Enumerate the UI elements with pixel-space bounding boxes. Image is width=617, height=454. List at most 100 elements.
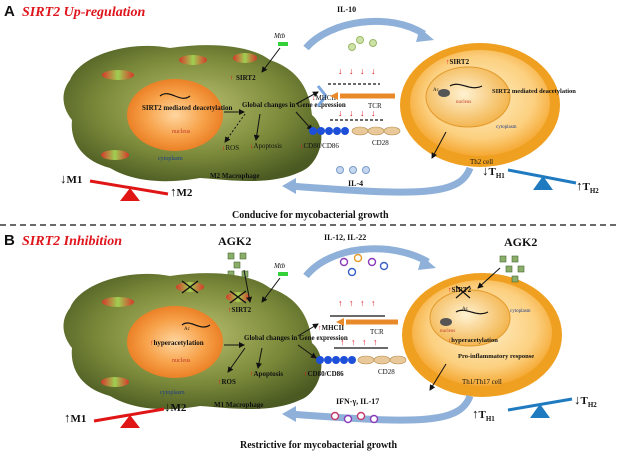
svg-text:↑: ↑ bbox=[362, 337, 367, 347]
global-changes-label-b: Global changes in Gene expression bbox=[244, 334, 348, 342]
cd28-label-b: CD28 bbox=[378, 368, 395, 376]
svg-text:↑: ↑ bbox=[373, 337, 378, 347]
th2-cytoplasm-label: cytoplasm bbox=[496, 125, 517, 130]
tcr-label: TCR bbox=[368, 102, 382, 110]
th1-cytoplasm-label: cytoplasm bbox=[510, 309, 531, 314]
macrophage-mechanism: SIRT2 mediated deacetylation bbox=[142, 104, 232, 112]
mitochondrion bbox=[102, 70, 134, 80]
svg-text:↑: ↑ bbox=[338, 298, 343, 308]
svg-text:↑: ↑ bbox=[371, 298, 376, 308]
seesaw-b2-fulcrum bbox=[530, 404, 550, 418]
il4-arrow bbox=[289, 166, 474, 196]
macrophage-nucleus bbox=[127, 306, 223, 378]
svg-text:↓: ↓ bbox=[360, 66, 365, 76]
th2-label-b: ↓TH2 bbox=[574, 392, 597, 409]
mhcii-label: ↓MHCII bbox=[312, 94, 337, 102]
svg-text:↓: ↓ bbox=[349, 66, 354, 76]
ros-label-b: ↑ROS bbox=[218, 378, 236, 386]
svg-text:↑: ↑ bbox=[349, 298, 354, 308]
apoptosis-label: ↓Apoptosis bbox=[250, 142, 282, 150]
th1-nucleus-label: nucleus bbox=[440, 329, 455, 334]
macrophage-cytoplasm-label: cytoplasm bbox=[160, 390, 185, 396]
mtb-label: Mtb bbox=[273, 32, 286, 40]
macrophage-hyperacetylation: ↑hyperacetylation bbox=[150, 339, 204, 347]
global-changes-label: Global changes in Gene expression bbox=[242, 101, 346, 109]
sirt2-macrophage-label: SIRT2 bbox=[236, 74, 256, 82]
ac-protein-icon bbox=[438, 89, 450, 97]
panel-b-title: SIRT2 Inhibition bbox=[22, 234, 122, 249]
th2-nucleus-label: nucleus bbox=[456, 100, 471, 105]
seesaw-a2-beam bbox=[507, 168, 577, 185]
macrophage-nucleus-label: nucleus bbox=[172, 358, 191, 364]
il4-label: IL-4 bbox=[348, 179, 363, 188]
macrophage-nucleus bbox=[127, 79, 223, 151]
ac-label: Ac bbox=[184, 327, 191, 332]
panel-a-title: SIRT2 Up-regulation bbox=[22, 5, 146, 20]
pro-inflammatory-label: Pro-inflammatory response bbox=[458, 353, 534, 360]
svg-text:↓: ↓ bbox=[371, 108, 376, 118]
th1-nucleus bbox=[429, 289, 511, 347]
mitochondrion bbox=[101, 377, 129, 387]
ac-label: Ac bbox=[433, 88, 440, 93]
macrophage-cytoplasm-label: cytoplasm bbox=[158, 156, 183, 162]
svg-text:↑: ↑ bbox=[340, 337, 345, 347]
th2-label-a: ↑TH2 bbox=[576, 178, 599, 195]
m2-label-b: ↓M2 bbox=[164, 399, 187, 414]
m1-label-a: ↓M1 bbox=[60, 171, 82, 186]
th1-label-b: ↑TH1 bbox=[472, 406, 495, 423]
ac-label-t: Ac bbox=[462, 307, 469, 312]
cd28-icon bbox=[351, 126, 401, 136]
panel-a-letter: A bbox=[4, 3, 15, 20]
agk2-molecules-right-icon bbox=[499, 255, 525, 283]
svg-text:↓: ↓ bbox=[338, 66, 343, 76]
th1-th17-cell-label: Th1/Th17 cell bbox=[462, 378, 502, 386]
dna-strand-icon bbox=[159, 93, 191, 99]
sirt2-up-arrow-icon: ↑ bbox=[230, 74, 234, 82]
cd28-icon bbox=[357, 355, 407, 365]
m1-macrophage-label: M1 Macrophage bbox=[214, 401, 263, 409]
seesaw-a-fulcrum bbox=[120, 188, 140, 201]
il12-il22-arrow bbox=[303, 245, 430, 279]
il10-label: IL-10 bbox=[337, 5, 356, 14]
ros-label: ↓ROS bbox=[222, 144, 239, 152]
mtb-label-b: Mtb bbox=[273, 262, 286, 270]
inhibited-x-icon bbox=[455, 285, 471, 299]
seesaw-b-beam bbox=[93, 407, 165, 423]
th1-label-a: ↓TH1 bbox=[482, 163, 505, 180]
ifng-il17-label: IFN-γ, IL-17 bbox=[336, 397, 379, 406]
ac-protein-icon bbox=[440, 318, 452, 326]
seesaw-a2-fulcrum bbox=[533, 176, 553, 190]
cd80-cd86-label: ↓CD80/CD86 bbox=[300, 142, 339, 150]
agk2-right-label: AGK2 bbox=[504, 235, 537, 249]
th2-cell-label: Th2 cell bbox=[470, 158, 493, 166]
mitochondrion bbox=[233, 53, 257, 63]
tcell-mechanism: SIRT2 mediated deacetylation bbox=[492, 88, 576, 95]
svg-text:↑: ↑ bbox=[360, 298, 365, 308]
panel-a: A SIRT2 Up-regulation SIRT2 mediated dea… bbox=[4, 3, 599, 221]
mhcii-receptor-icon bbox=[316, 85, 328, 107]
panel-b-conclusion: Restrictive for mycobacterial growth bbox=[240, 440, 398, 451]
cd80-cd86-icon bbox=[309, 127, 349, 135]
sirt2-macrophage-b: ↑SIRT2 bbox=[228, 306, 252, 314]
il10-arrow bbox=[303, 17, 426, 51]
cd28-label: CD28 bbox=[372, 139, 389, 147]
svg-text:↓: ↓ bbox=[371, 66, 376, 76]
apoptosis-label-b: ↑Apoptosis bbox=[250, 370, 283, 378]
tcell-sirt2-label: ↑SIRT2 bbox=[446, 58, 470, 66]
seesaw-a-beam bbox=[89, 179, 169, 196]
up-arrows-row: ↑ ↑ ↑ ↑ bbox=[338, 298, 376, 308]
inhibited-x-icon bbox=[181, 280, 199, 294]
m2-macrophage-label: M2 Macrophage bbox=[210, 172, 259, 180]
macrophage-nucleus-label: nucleus bbox=[172, 129, 191, 135]
ifng-il17-arrow bbox=[289, 394, 474, 424]
panel-a-conclusion: Conducive for mycobacterial growth bbox=[232, 210, 389, 221]
panel-b: B SIRT2 Inhibition AGK2 Ac ↑hyperacetyla… bbox=[4, 232, 597, 451]
inhibited-x-icon bbox=[229, 290, 247, 304]
mitochondrion bbox=[102, 297, 134, 307]
seesaw-b-fulcrum bbox=[120, 415, 140, 428]
th2-nucleus bbox=[425, 66, 511, 128]
tcell-hyperacetylation: ↑hyperacetylation bbox=[448, 337, 498, 344]
svg-text:↓: ↓ bbox=[349, 108, 354, 118]
cd80-cd86-icon bbox=[316, 356, 356, 364]
